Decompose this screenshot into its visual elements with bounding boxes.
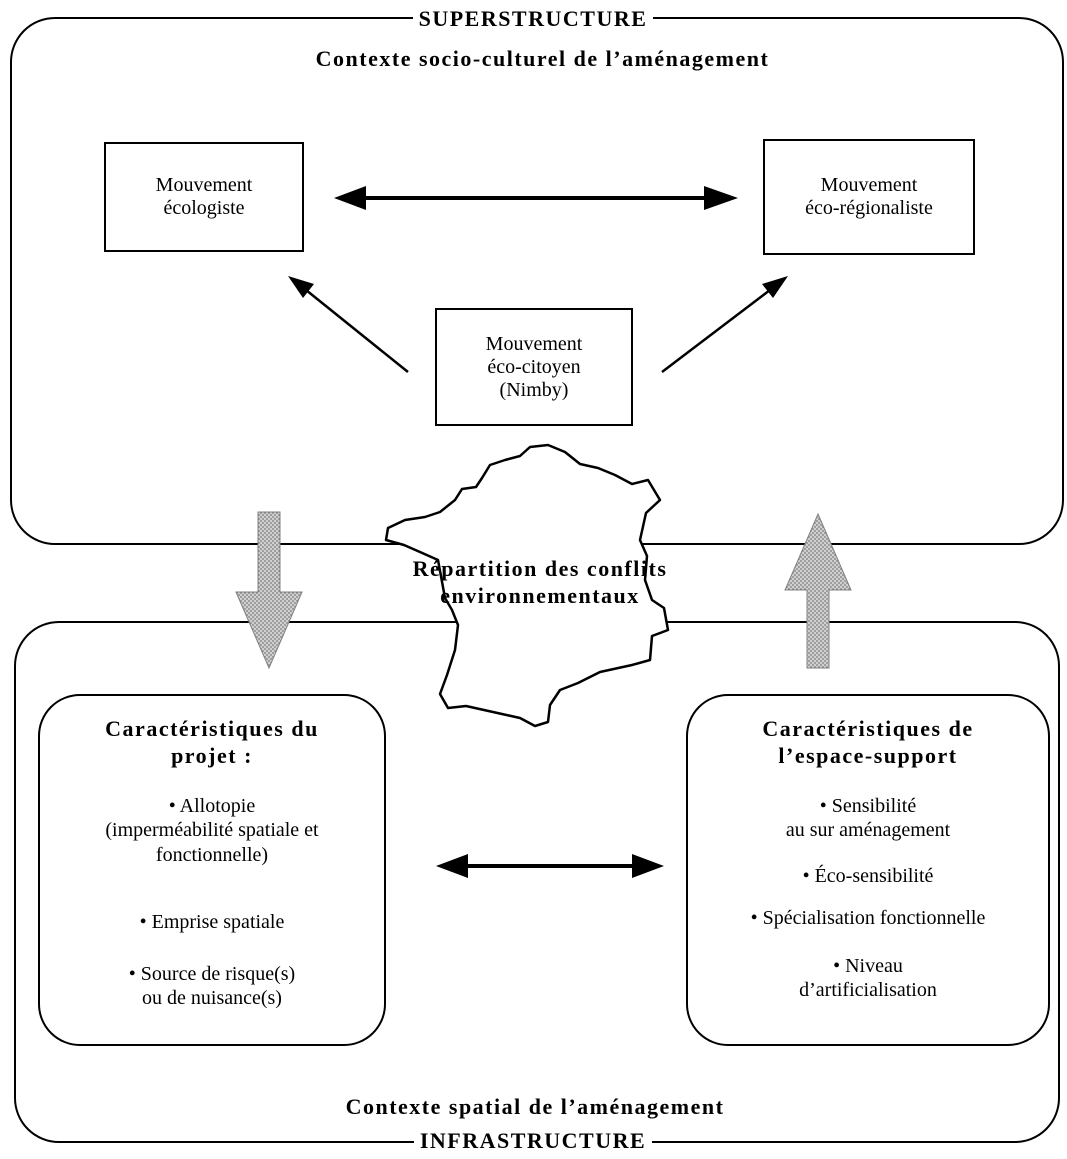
ecologist-line2: écologiste bbox=[163, 197, 245, 219]
support-item-niveau: • Niveau bbox=[833, 955, 903, 977]
arrow-to-eco-regionalist bbox=[661, 276, 788, 373]
support-item-niveau-detail: d’artificialisation bbox=[799, 979, 937, 1002]
central-title: Répartition des conflits environnementau… bbox=[340, 556, 740, 610]
support-item-sensibilite-detail: au sur aménagement bbox=[785, 819, 951, 842]
superstructure-subtitle: Contexte socio-culturel de l’aménagement bbox=[315, 46, 770, 71]
project-item-risk: • Source de risque(s) bbox=[128, 963, 296, 985]
project-characteristics-box: Caractéristiques du projet : • Allotopie… bbox=[38, 694, 386, 1046]
eco-citizen-line1: Mouvement bbox=[485, 332, 583, 355]
central-title-line2: environnementaux bbox=[440, 582, 640, 608]
ecologist-line1: Mouvement bbox=[155, 174, 253, 196]
eco-regionalist-line2: éco-régionaliste bbox=[805, 197, 933, 219]
double-arrow-bottom bbox=[436, 854, 664, 878]
support-item-eco-sensibilite: • Éco-sensibilité bbox=[802, 865, 934, 887]
support-title-line1: Caractéristiques de bbox=[762, 716, 974, 741]
eco-regionalist-line1: Mouvement bbox=[820, 174, 918, 196]
project-item-allotopie-detail1: (imperméabilité spatiale et bbox=[105, 819, 319, 842]
arrow-to-ecologist bbox=[288, 276, 409, 373]
eco-citizen-movement-box: Mouvement éco-citoyen (Nimby) bbox=[435, 308, 633, 426]
project-item-emprise: • Emprise spatiale bbox=[139, 911, 285, 933]
project-item-risk-detail: ou de nuisance(s) bbox=[142, 987, 282, 1010]
eco-citizen-line3: (Nimby) bbox=[499, 378, 569, 401]
support-item-sensibilite: • Sensibilité bbox=[819, 795, 917, 817]
support-space-characteristics-box: Caractéristiques de l’espace-support • S… bbox=[686, 694, 1050, 1046]
project-item-allotopie-detail2: fonctionnelle) bbox=[155, 843, 269, 866]
shaded-arrow-down bbox=[235, 511, 303, 670]
eco-regionalist-movement-box: Mouvement éco-régionaliste bbox=[763, 139, 975, 255]
support-title-line2: l’espace-support bbox=[778, 742, 958, 768]
infrastructure-title: INFRASTRUCTURE bbox=[383, 1128, 683, 1155]
project-title-line2: projet : bbox=[171, 742, 253, 768]
support-item-specialisation: • Spécialisation fonctionnelle bbox=[750, 907, 986, 929]
double-arrow-top bbox=[334, 186, 738, 210]
central-title-line1: Répartition des conflits bbox=[412, 556, 668, 581]
project-item-allotopie: • Allotopie bbox=[168, 795, 256, 817]
shaded-arrow-up bbox=[784, 512, 852, 669]
project-title-line1: Caractéristiques du bbox=[105, 716, 319, 741]
eco-citizen-line2: éco-citoyen bbox=[487, 355, 581, 378]
france-map-outline bbox=[384, 443, 670, 728]
superstructure-title: SUPERSTRUCTURE bbox=[383, 6, 683, 33]
ecologist-movement-box: Mouvement écologiste bbox=[104, 142, 304, 252]
infrastructure-subtitle: Contexte spatial de l’aménagement bbox=[345, 1094, 725, 1119]
